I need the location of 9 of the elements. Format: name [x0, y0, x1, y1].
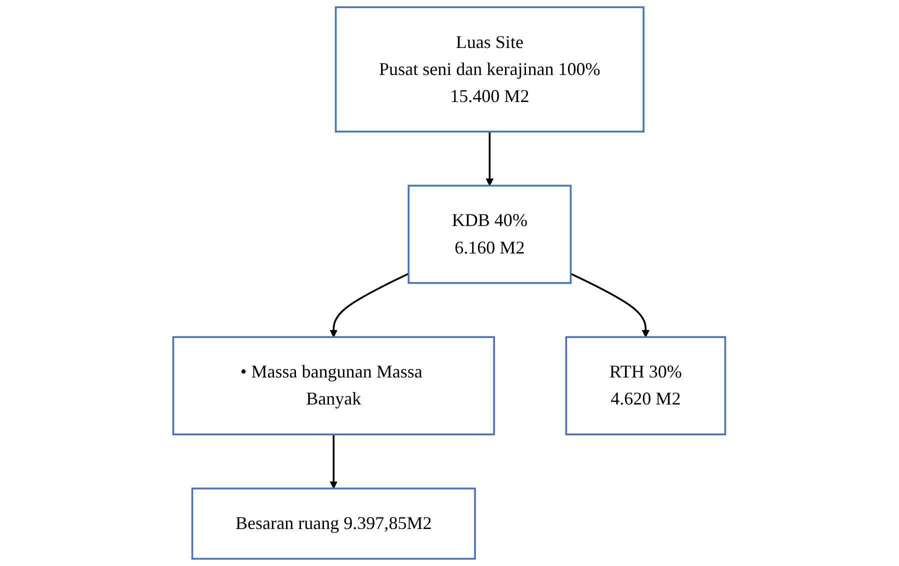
- arrow: [330, 272, 410, 338]
- node-box: RTH 30% 4.620 M2: [566, 336, 726, 436]
- node-box: Besaran ruang 9.397,85M2: [192, 488, 476, 560]
- arrow: [570, 272, 650, 338]
- node-box: KDB 40% 6.160 M2: [408, 184, 572, 284]
- node-box: Luas Site Pusat seni dan kerajinan 100% 15.400 M2: [335, 6, 645, 132]
- node-box: • Massa bangunan Massa Banyak: [172, 336, 496, 436]
- arrow: [486, 132, 494, 186]
- arrow: [330, 434, 338, 489]
